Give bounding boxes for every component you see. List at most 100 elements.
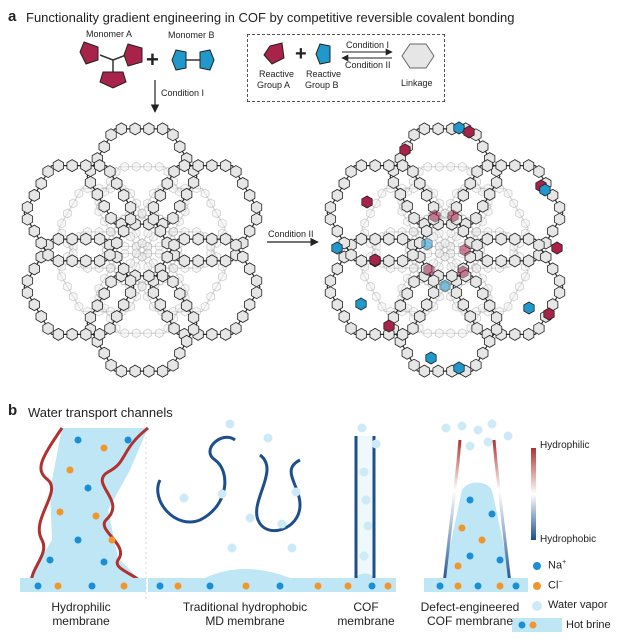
particle [473,425,483,435]
panel-b-title: Water transport channels [28,405,173,420]
reactive-group-marker [453,121,465,135]
reactive-group-a-label-2: Group A [257,80,291,90]
reactive-group-a-label-1: Reactive [259,69,295,79]
defect-cof-channel [424,439,528,592]
na-ion-icon [533,562,541,570]
particle [512,582,520,590]
legend-hot-brine: Hot brine [566,619,611,631]
particle [206,582,214,590]
reactive-group-a-icon [263,42,285,65]
particle [120,582,128,590]
wettability-gradient-bar [531,448,536,540]
plus-sign: + [146,47,159,72]
particle [466,552,474,560]
particle [457,421,467,431]
cl-ion-icon [533,582,541,590]
legend-water-vapor: Water vapor [548,599,608,611]
particle [436,582,444,590]
legend-condition-2: Condition II [345,60,391,70]
monomer-b-label: Monomer B [168,30,215,40]
particle [74,436,82,444]
particle [92,512,100,520]
particle [441,423,451,433]
particle [225,419,235,429]
reactive-group-marker [399,143,411,157]
particle [100,444,108,452]
particle [179,493,189,503]
legend-hydrophobic: Hydrophobic [540,534,597,545]
particle [66,466,74,474]
particle [474,582,482,590]
particle [46,556,54,564]
condition-1-label: Condition I [161,88,205,98]
reactive-group-marker [539,183,551,197]
panel-b-letter: b [8,402,18,419]
reactive-group-marker [429,209,441,223]
hydrophilic-channel [20,426,149,592]
particle [466,496,474,504]
hydrophobic-md-channel [148,435,338,592]
particle [361,495,371,505]
particle [454,562,462,570]
particle [496,582,504,590]
particle [359,467,369,477]
particle [488,510,496,518]
particle [245,513,255,523]
particle [100,558,108,566]
particle [458,524,466,532]
particle [359,551,369,561]
particle [108,536,116,544]
legend-condition-1: Condition I [346,40,390,50]
condition-2-label: Condition II [268,229,314,239]
reactive-group-marker [331,241,343,255]
reactive-group-marker [543,307,555,321]
particle [56,508,64,516]
particle [291,487,301,497]
reactive-group-marker [423,263,435,277]
particle [88,582,96,590]
linkage-hexagon-icon [401,43,435,69]
particle [263,433,273,443]
particle [314,582,322,590]
cof-framework-right [324,121,566,378]
particle [503,431,513,441]
reactive-group-marker [439,279,451,293]
water-vapor-icon [532,601,542,611]
reactive-group-marker [457,265,469,279]
reactive-group-marker [355,297,367,311]
legend-plus-sign: + [295,43,307,65]
reactive-group-marker [369,253,381,267]
particle [124,436,132,444]
legend-cl: Cl− [548,579,563,592]
legend-hydrophilic: Hydrophilic [540,440,590,451]
particle [227,543,237,553]
particle [287,543,297,553]
reactive-group-marker [551,241,563,255]
particle [371,439,381,449]
monomer-b-icon [171,49,215,71]
particle [242,582,250,590]
particle [156,582,164,590]
particle [363,521,373,531]
particle [478,536,486,544]
reactive-group-marker [383,319,395,333]
reactive-group-marker [421,237,433,251]
reactive-group-marker [523,301,535,315]
panel-a-letter: a [8,8,17,25]
cof-framework-left [21,122,263,378]
particle [34,582,42,590]
monomer-a-label: Monomer A [86,29,133,39]
particle [368,582,376,590]
cof-channel [336,436,396,592]
particle [357,423,367,433]
particle [344,582,352,590]
reactive-group-marker [447,209,459,223]
reactive-group-b-icon [315,43,331,65]
particle [217,489,227,499]
monomer-a-icon [79,41,143,89]
legend-box [247,34,445,102]
